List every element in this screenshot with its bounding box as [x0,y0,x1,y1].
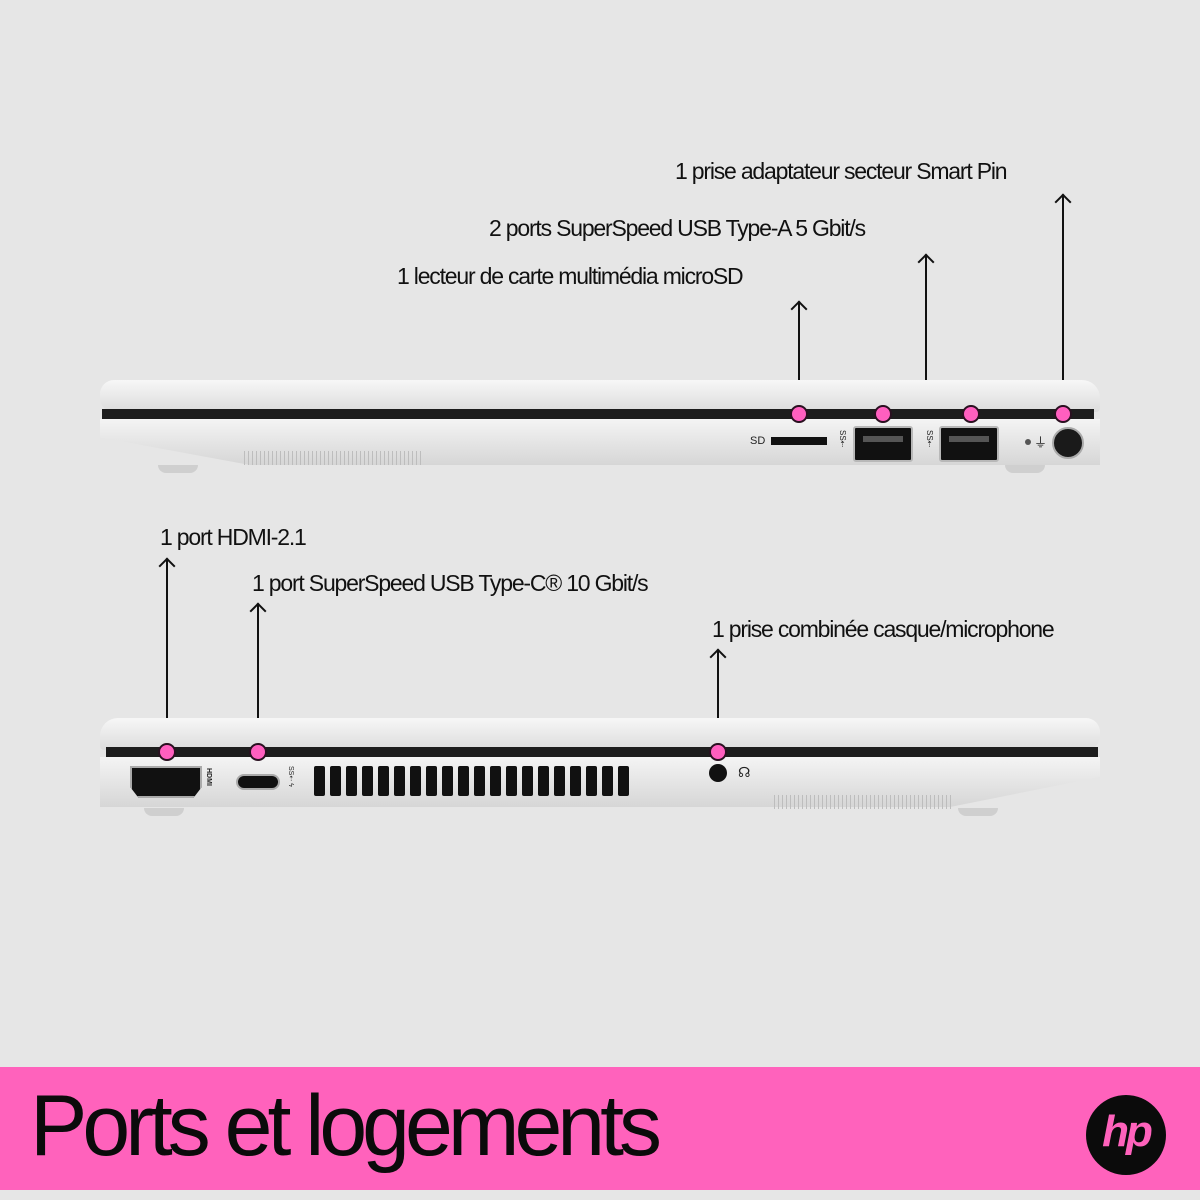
hinge-gap [106,747,1098,757]
hp-logo-icon: hp [1086,1095,1166,1175]
callout-dot-microsd [790,405,808,423]
sd-mark: SD [750,435,766,447]
smart-pin-power-port[interactable] [1052,427,1084,459]
callout-dot-hdmi [158,743,176,761]
callout-dot-usb-a-1 [874,405,892,423]
plug-icon: ⏚ [1034,435,1048,450]
usb-a-port-2[interactable] [939,426,999,462]
label-usb-c: 1 port SuperSpeed USB Type-C® 10 Gbit/s [252,570,649,596]
label-smart-pin: 1 prise adaptateur secteur Smart Pin [675,158,1008,184]
hp-logo-text: hp [1102,1107,1153,1156]
label-hdmi: 1 port HDMI-2.1 [160,524,307,550]
foot [958,808,998,816]
laptop-lid [100,380,1100,412]
line-microsd [798,303,800,408]
usb-a-port-1[interactable] [853,426,913,462]
power-led [1025,439,1031,445]
line-audio [717,651,719,746]
title-banner: Ports et logements hp [0,1067,1200,1190]
line-hdmi [166,560,168,746]
usb-ss-mark: SS⇠ [925,430,934,448]
callout-dot-smart-pin [1054,405,1072,423]
callout-dot-audio [709,743,727,761]
microsd-slot[interactable] [771,437,827,445]
laptop-lid [100,718,1100,750]
foot [144,808,184,816]
usb-c-port[interactable] [236,774,280,790]
label-audio: 1 prise combinée casque/microphone [712,616,1055,642]
hdmi-mark: HDMI [205,768,212,786]
callout-dot-usb-c [249,743,267,761]
hinge-gap [102,409,1094,419]
speaker-grille [774,795,954,809]
audio-jack[interactable] [709,764,727,782]
foot [158,465,198,473]
headset-icon: ☊ [738,764,751,780]
usbc-ss-mark: SS⇠ ϟ [287,766,294,787]
page-title: Ports et logements [30,1078,662,1174]
foot [1005,465,1045,473]
speaker-grille [244,451,424,465]
label-usb-a: 2 ports SuperSpeed USB Type-A 5 Gbit/s [489,215,866,241]
line-usb-c [257,605,259,746]
label-microsd: 1 lecteur de carte multimédia microSD [397,263,744,289]
cooling-vents [314,766,629,796]
hdmi-port[interactable] [130,766,202,798]
line-usb-a [925,256,927,388]
usb-ss-mark: SS⇠ [838,430,847,448]
callout-dot-usb-a-2 [962,405,980,423]
line-smart-pin [1062,196,1064,408]
